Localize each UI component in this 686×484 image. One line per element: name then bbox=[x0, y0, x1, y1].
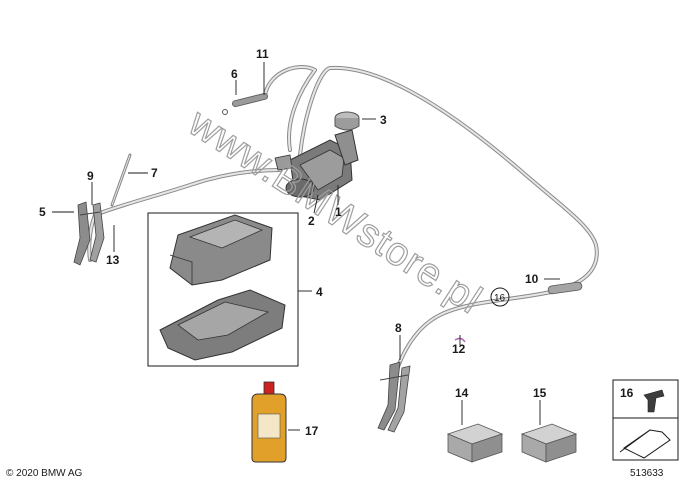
washer-fluid-bottle-part-17 bbox=[251, 381, 287, 463]
callout-4: 4 bbox=[316, 285, 323, 299]
callout-14: 14 bbox=[455, 386, 469, 400]
callout-11: 11 bbox=[256, 47, 269, 61]
leader-lines bbox=[52, 62, 560, 431]
callout-12: 12 bbox=[452, 342, 466, 356]
callout-16: 16 bbox=[620, 386, 634, 400]
washer-nozzle-right bbox=[377, 361, 411, 433]
callout-3: 3 bbox=[380, 113, 387, 127]
callout-10: 10 bbox=[525, 272, 539, 286]
box-part-15 bbox=[520, 423, 578, 463]
callout-17: 17 bbox=[305, 424, 319, 438]
callout-6: 6 bbox=[231, 67, 238, 81]
clip-part-12 bbox=[454, 337, 466, 343]
copyright-text: © 2020 BMW AG bbox=[6, 468, 83, 479]
callout-13: 13 bbox=[106, 253, 120, 267]
callout-16-circle bbox=[490, 287, 510, 307]
callout-1: 1 bbox=[335, 205, 342, 219]
callout-5: 5 bbox=[39, 205, 46, 219]
washer-pump-assembly bbox=[274, 129, 359, 201]
hose-connector-part-6 bbox=[222, 92, 268, 115]
callout-8: 8 bbox=[395, 321, 402, 335]
callout-15: 15 bbox=[533, 386, 547, 400]
callout-16-circled: 16 bbox=[494, 293, 506, 304]
box-part-14 bbox=[446, 423, 504, 463]
hose-connector-part-10 bbox=[547, 281, 583, 295]
diagram-id-text: 513633 bbox=[630, 468, 664, 479]
washer-hose-network bbox=[87, 65, 599, 377]
washer-nozzle-left bbox=[73, 201, 105, 266]
legend-box-part-16 bbox=[612, 379, 679, 461]
callout-2: 2 bbox=[308, 214, 315, 228]
callout-9: 9 bbox=[87, 169, 94, 183]
callout-labels: 1 2 3 4 5 6 7 8 9 10 11 12 13 14 15 16 1… bbox=[39, 47, 634, 438]
rod-part-7 bbox=[110, 153, 132, 207]
callout-7: 7 bbox=[151, 166, 158, 180]
filler-cap-part-3 bbox=[334, 111, 360, 131]
reservoir-box-part-4 bbox=[147, 212, 299, 367]
